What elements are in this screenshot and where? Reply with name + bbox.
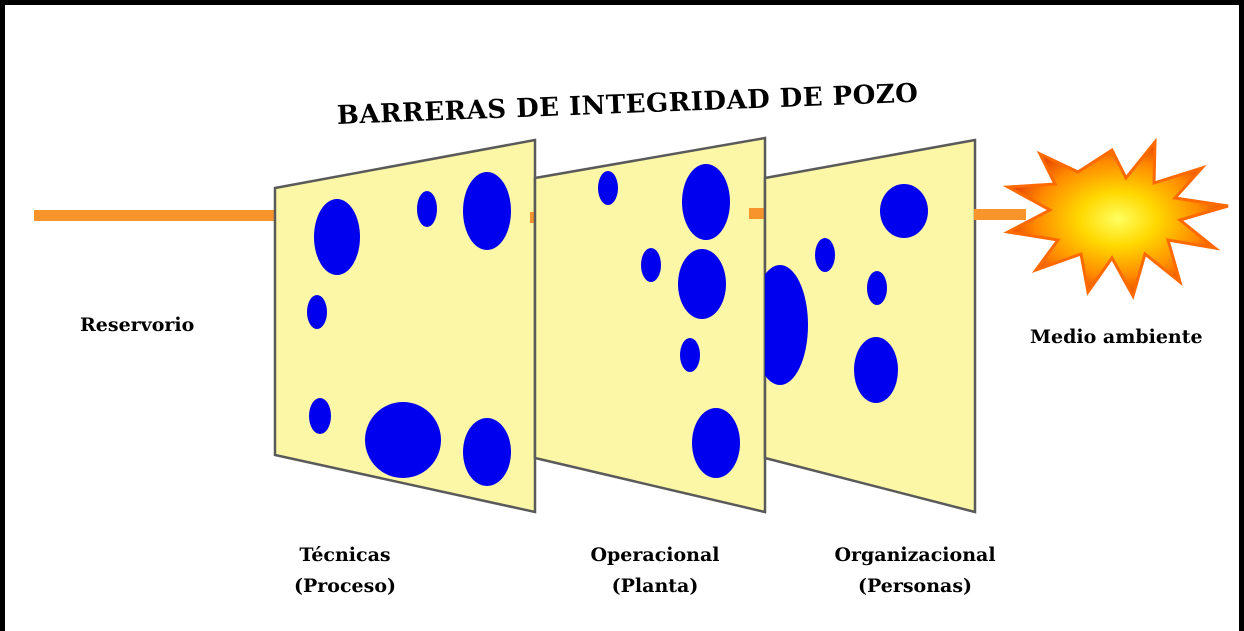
explosion-icon <box>1002 137 1229 300</box>
hole <box>365 402 441 478</box>
barrier-scope: (Proceso) <box>294 575 396 597</box>
hole <box>854 337 898 403</box>
hazard-path-1 <box>34 210 494 221</box>
barrier-type: Técnicas <box>299 544 391 566</box>
hole <box>678 249 726 319</box>
hole <box>463 418 511 486</box>
hole <box>307 295 327 329</box>
hole <box>641 248 661 282</box>
barrier-panel-organizacional <box>763 138 977 514</box>
barrier-scope: (Personas) <box>857 575 973 597</box>
barrier-label-operacional: Operacional (Planta) <box>560 540 750 602</box>
source-label: Reservorio <box>80 314 195 336</box>
hole <box>680 338 700 372</box>
barrier-type: Operacional <box>590 544 720 566</box>
barrier-panel-operacional <box>533 136 767 514</box>
barrier-scope: (Planta) <box>611 575 699 597</box>
barrier-panel-tecnicas <box>273 138 537 514</box>
hole <box>867 271 887 305</box>
hole <box>692 408 740 478</box>
hole <box>463 172 511 250</box>
hole <box>598 171 618 205</box>
hole <box>815 238 835 272</box>
hazard-path-4 <box>974 209 1026 220</box>
hole <box>314 199 360 275</box>
barrier-label-organizacional: Organizacional (Personas) <box>805 540 1025 602</box>
target-label: Medio ambiente <box>1030 326 1203 348</box>
hole <box>309 398 331 434</box>
hole <box>880 184 928 238</box>
hole <box>765 265 808 385</box>
hole <box>682 164 730 240</box>
barrier-type: Organizacional <box>834 544 996 566</box>
barrier-label-tecnicas: Técnicas (Proceso) <box>250 540 440 602</box>
hole <box>417 191 437 227</box>
